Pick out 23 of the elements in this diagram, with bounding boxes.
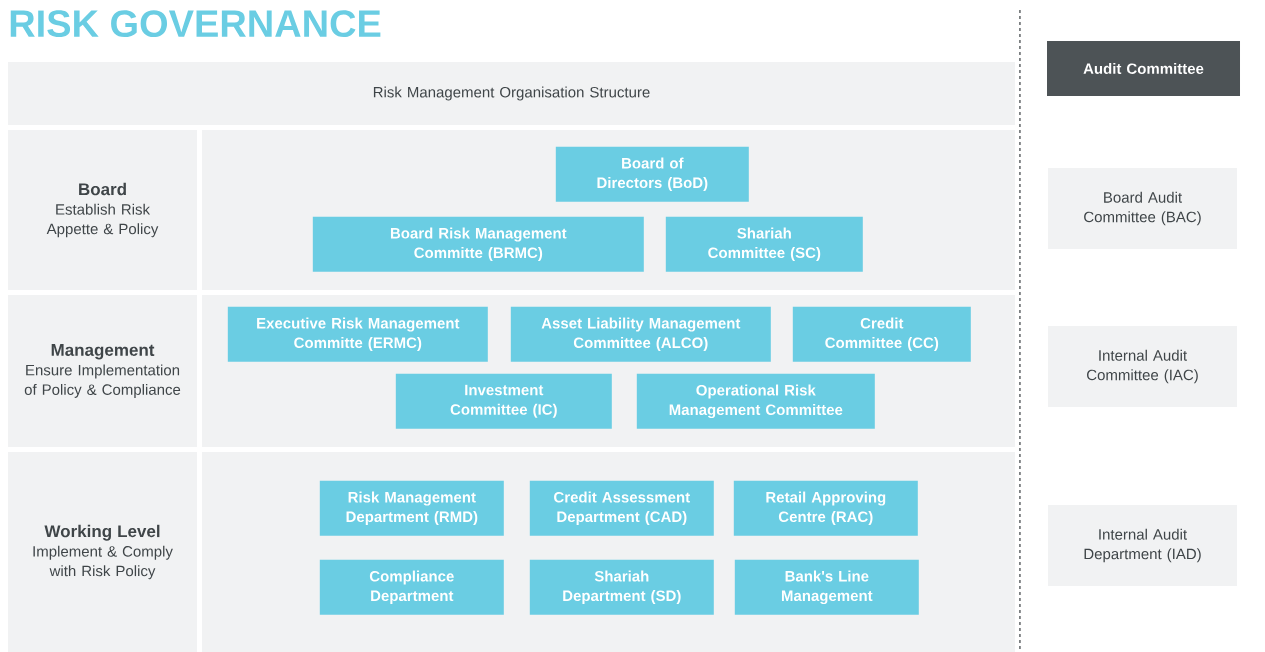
committee-box: Operational Risk Management Committee — [636, 373, 875, 429]
committee-box: Compliance Department — [319, 559, 504, 615]
audit-box: Internal Audit Department (IAD) — [1048, 505, 1237, 586]
committee-box: Risk Management Department (RMD) — [319, 480, 504, 536]
committee-box: Executive Risk Management Committe (ERMC) — [227, 306, 488, 362]
audit-box: Audit Committee — [1047, 41, 1240, 96]
header-band: Risk Management Organisation Structure — [8, 62, 1015, 125]
row-label-cell: Board Establish Risk Appette & Policy — [8, 130, 197, 290]
audit-box: Internal Audit Committee (IAC) — [1048, 326, 1237, 407]
audit-box: Board Audit Committee (BAC) — [1048, 168, 1237, 249]
committee-box: Investment Committee (IC) — [395, 373, 612, 429]
committee-box: Shariah Department (SD) — [529, 559, 714, 615]
committee-box: Board of Directors (BoD) — [555, 146, 749, 202]
committee-box: Credit Committee (CC) — [792, 306, 971, 362]
committee-box: Asset Liability Management Committee (ALCO) — [510, 306, 771, 362]
committee-box: Shariah Committee (SC) — [665, 216, 863, 272]
row-label-cell: Management Ensure Implementation of Policy & Compliance — [8, 295, 197, 447]
title: RISK GOVERNANCE — [10, 10, 381, 38]
committee-box: Credit Assessment Department (CAD) — [529, 480, 714, 536]
committee-box: Bank's Line Management — [734, 559, 919, 615]
row-label-cell: Working Level Implement & Comply with Risk Policy — [8, 452, 197, 652]
committee-box: Retail Approving Centre (RAC) — [733, 480, 918, 536]
committee-box: Board Risk Management Committe (BRMC) — [312, 216, 644, 272]
